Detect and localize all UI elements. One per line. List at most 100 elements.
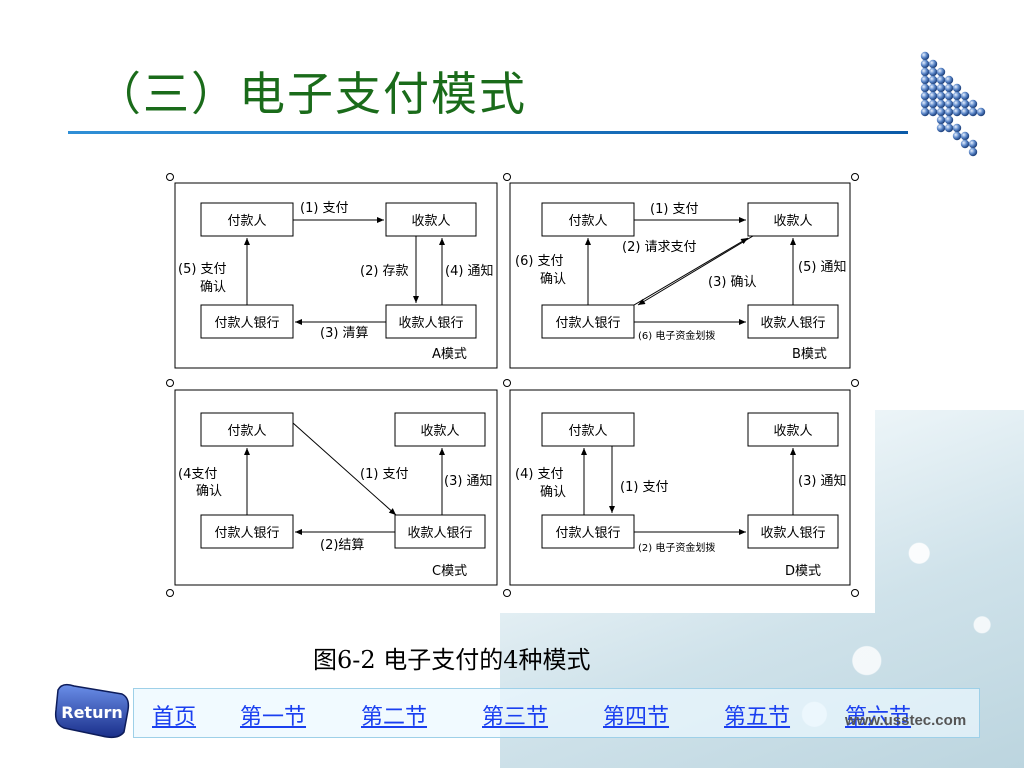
panel-d-edge-confirm-1: (4) 支付 <box>515 467 564 482</box>
panel-b-name: B模式 <box>792 347 827 362</box>
panel-c-payer-label: 付款人 <box>227 424 266 439</box>
logo-bead <box>960 107 970 117</box>
logo-bead <box>928 99 938 109</box>
logo-bead <box>936 115 946 125</box>
nav-link-section-2[interactable]: 第二节 <box>361 705 428 730</box>
nav-link-section-4[interactable]: 第四节 <box>603 705 670 730</box>
panel-a-payee-bank-label: 收款人银行 <box>398 316 463 331</box>
panel-a-edge-confirm-2: 确认 <box>200 280 226 295</box>
panel-c-edge-settle: (2)结算 <box>320 538 364 553</box>
logo-bead <box>936 91 946 101</box>
payment-modes-diagram: 付款人 收款人 付款人银行 收款人银行 (1) 支付 (2) 存款 (4) 通知… <box>160 165 875 613</box>
logo-bead <box>936 123 946 133</box>
corner-marker <box>851 173 859 181</box>
nav-link-section-6[interactable]: 第六节 <box>845 705 912 730</box>
logo-bead <box>920 75 930 85</box>
panel-b-edge-pay-confirm-2: 确认 <box>540 272 566 287</box>
logo-bead <box>928 91 938 101</box>
logo-bead <box>936 107 946 117</box>
panel-b-arrow-confirm <box>637 235 754 306</box>
logo-bead <box>952 99 962 109</box>
logo-bead <box>928 59 938 69</box>
panel-a-payer-bank-label: 付款人银行 <box>214 316 279 331</box>
logo-bead <box>944 75 954 85</box>
logo-bead <box>920 51 930 61</box>
logo-bead <box>920 99 930 109</box>
panel-a-payer-label: 付款人 <box>227 214 266 229</box>
panel-d-edge-eft: (2) 电子资金划拨 <box>638 541 715 554</box>
panel-b-payer-bank-label: 付款人银行 <box>555 316 620 331</box>
nav-link-section-3[interactable]: 第三节 <box>482 705 549 730</box>
logo-bead <box>952 123 962 133</box>
corner-marker <box>503 379 511 387</box>
title-underline <box>68 131 908 134</box>
logo-bead <box>952 91 962 101</box>
logo-bead <box>936 67 946 77</box>
logo-bead <box>976 107 986 117</box>
panel-b-edge-pay: (1) 支付 <box>650 202 699 217</box>
logo-bead <box>928 107 938 117</box>
nav-link-section-1[interactable]: 第一节 <box>240 705 307 730</box>
corner-marker <box>166 173 174 181</box>
panel-c-payee-label: 收款人 <box>420 424 459 439</box>
corner-marker <box>851 589 859 597</box>
panel-d-payer-box <box>541 412 635 447</box>
logo-bead <box>936 99 946 109</box>
logo-bead <box>936 83 946 93</box>
panel-d-edge-notify: (3) 通知 <box>798 473 847 489</box>
panel-a-frame <box>174 182 498 369</box>
panel-a-name: A模式 <box>432 347 467 362</box>
panel-d-payer-bank-label: 付款人银行 <box>555 526 620 541</box>
return-label: Return <box>61 703 123 722</box>
panel-d-edge-pay: (1) 支付 <box>620 480 669 495</box>
logo-bead <box>928 67 938 77</box>
logo-bead <box>960 139 970 149</box>
figure-caption: 图6-2 电子支付的4种模式 <box>313 646 591 674</box>
corner-marker <box>503 173 511 181</box>
section-nav-bar: 首页 第一节 第二节 第三节 第四节 第五节 第六节 <box>133 688 980 738</box>
panel-a-payee-label: 收款人 <box>411 214 450 229</box>
panel-b-payee-bank-label: 收款人银行 <box>760 316 825 331</box>
logo-bead <box>936 75 946 85</box>
panel-c-payer-box <box>200 412 294 447</box>
logo-bead <box>920 67 930 77</box>
panel-d-name: D模式 <box>785 564 821 579</box>
panel-c-payee-bank-label: 收款人银行 <box>407 526 472 541</box>
logo-bead <box>960 131 970 141</box>
logo-bead <box>944 83 954 93</box>
panel-a-edge-clear: (3) 清算 <box>320 326 369 341</box>
logo-bead <box>920 91 930 101</box>
panel-c-arrow-pay <box>292 422 397 516</box>
logo-bead <box>960 99 970 109</box>
corner-marker <box>166 589 174 597</box>
panel-c-frame <box>174 389 498 586</box>
nav-link-section-5[interactable]: 第五节 <box>724 705 791 730</box>
panel-c-edge-notify: (3) 通知 <box>444 473 493 489</box>
panel-d-edge-confirm-2: 确认 <box>540 485 566 500</box>
corner-marker <box>851 379 859 387</box>
panel-a-edge-pay: (1) 支付 <box>300 201 349 216</box>
nav-link-home[interactable]: 首页 <box>152 705 197 730</box>
logo-bead <box>968 147 978 157</box>
logo-bead <box>944 107 954 117</box>
panel-b-payee-box <box>747 202 839 237</box>
logo-bead <box>944 123 954 133</box>
logo-bead <box>952 107 962 117</box>
logo-bead <box>944 99 954 109</box>
panel-d-payer-label: 付款人 <box>568 424 607 439</box>
panel-a-edge-notify: (4) 通知 <box>445 263 494 279</box>
logo-bead <box>952 131 962 141</box>
return-button[interactable]: Return <box>52 680 132 742</box>
page-title: （三）电子支付模式 <box>95 67 527 121</box>
panel-c-edge-pay: (1) 支付 <box>360 467 409 482</box>
logo-bead <box>952 83 962 93</box>
panel-c-payer-bank-label: 付款人银行 <box>214 526 279 541</box>
site-url: www.usstec.com <box>845 712 967 729</box>
panel-a-payee-box <box>385 202 477 237</box>
corner-marker <box>166 379 174 387</box>
corner-marker <box>503 589 511 597</box>
panel-d-payee-label: 收款人 <box>773 424 812 439</box>
logo-bead <box>968 139 978 149</box>
panel-c-edge-confirm-1: (4支付 <box>178 467 217 482</box>
logo-bead <box>944 91 954 101</box>
